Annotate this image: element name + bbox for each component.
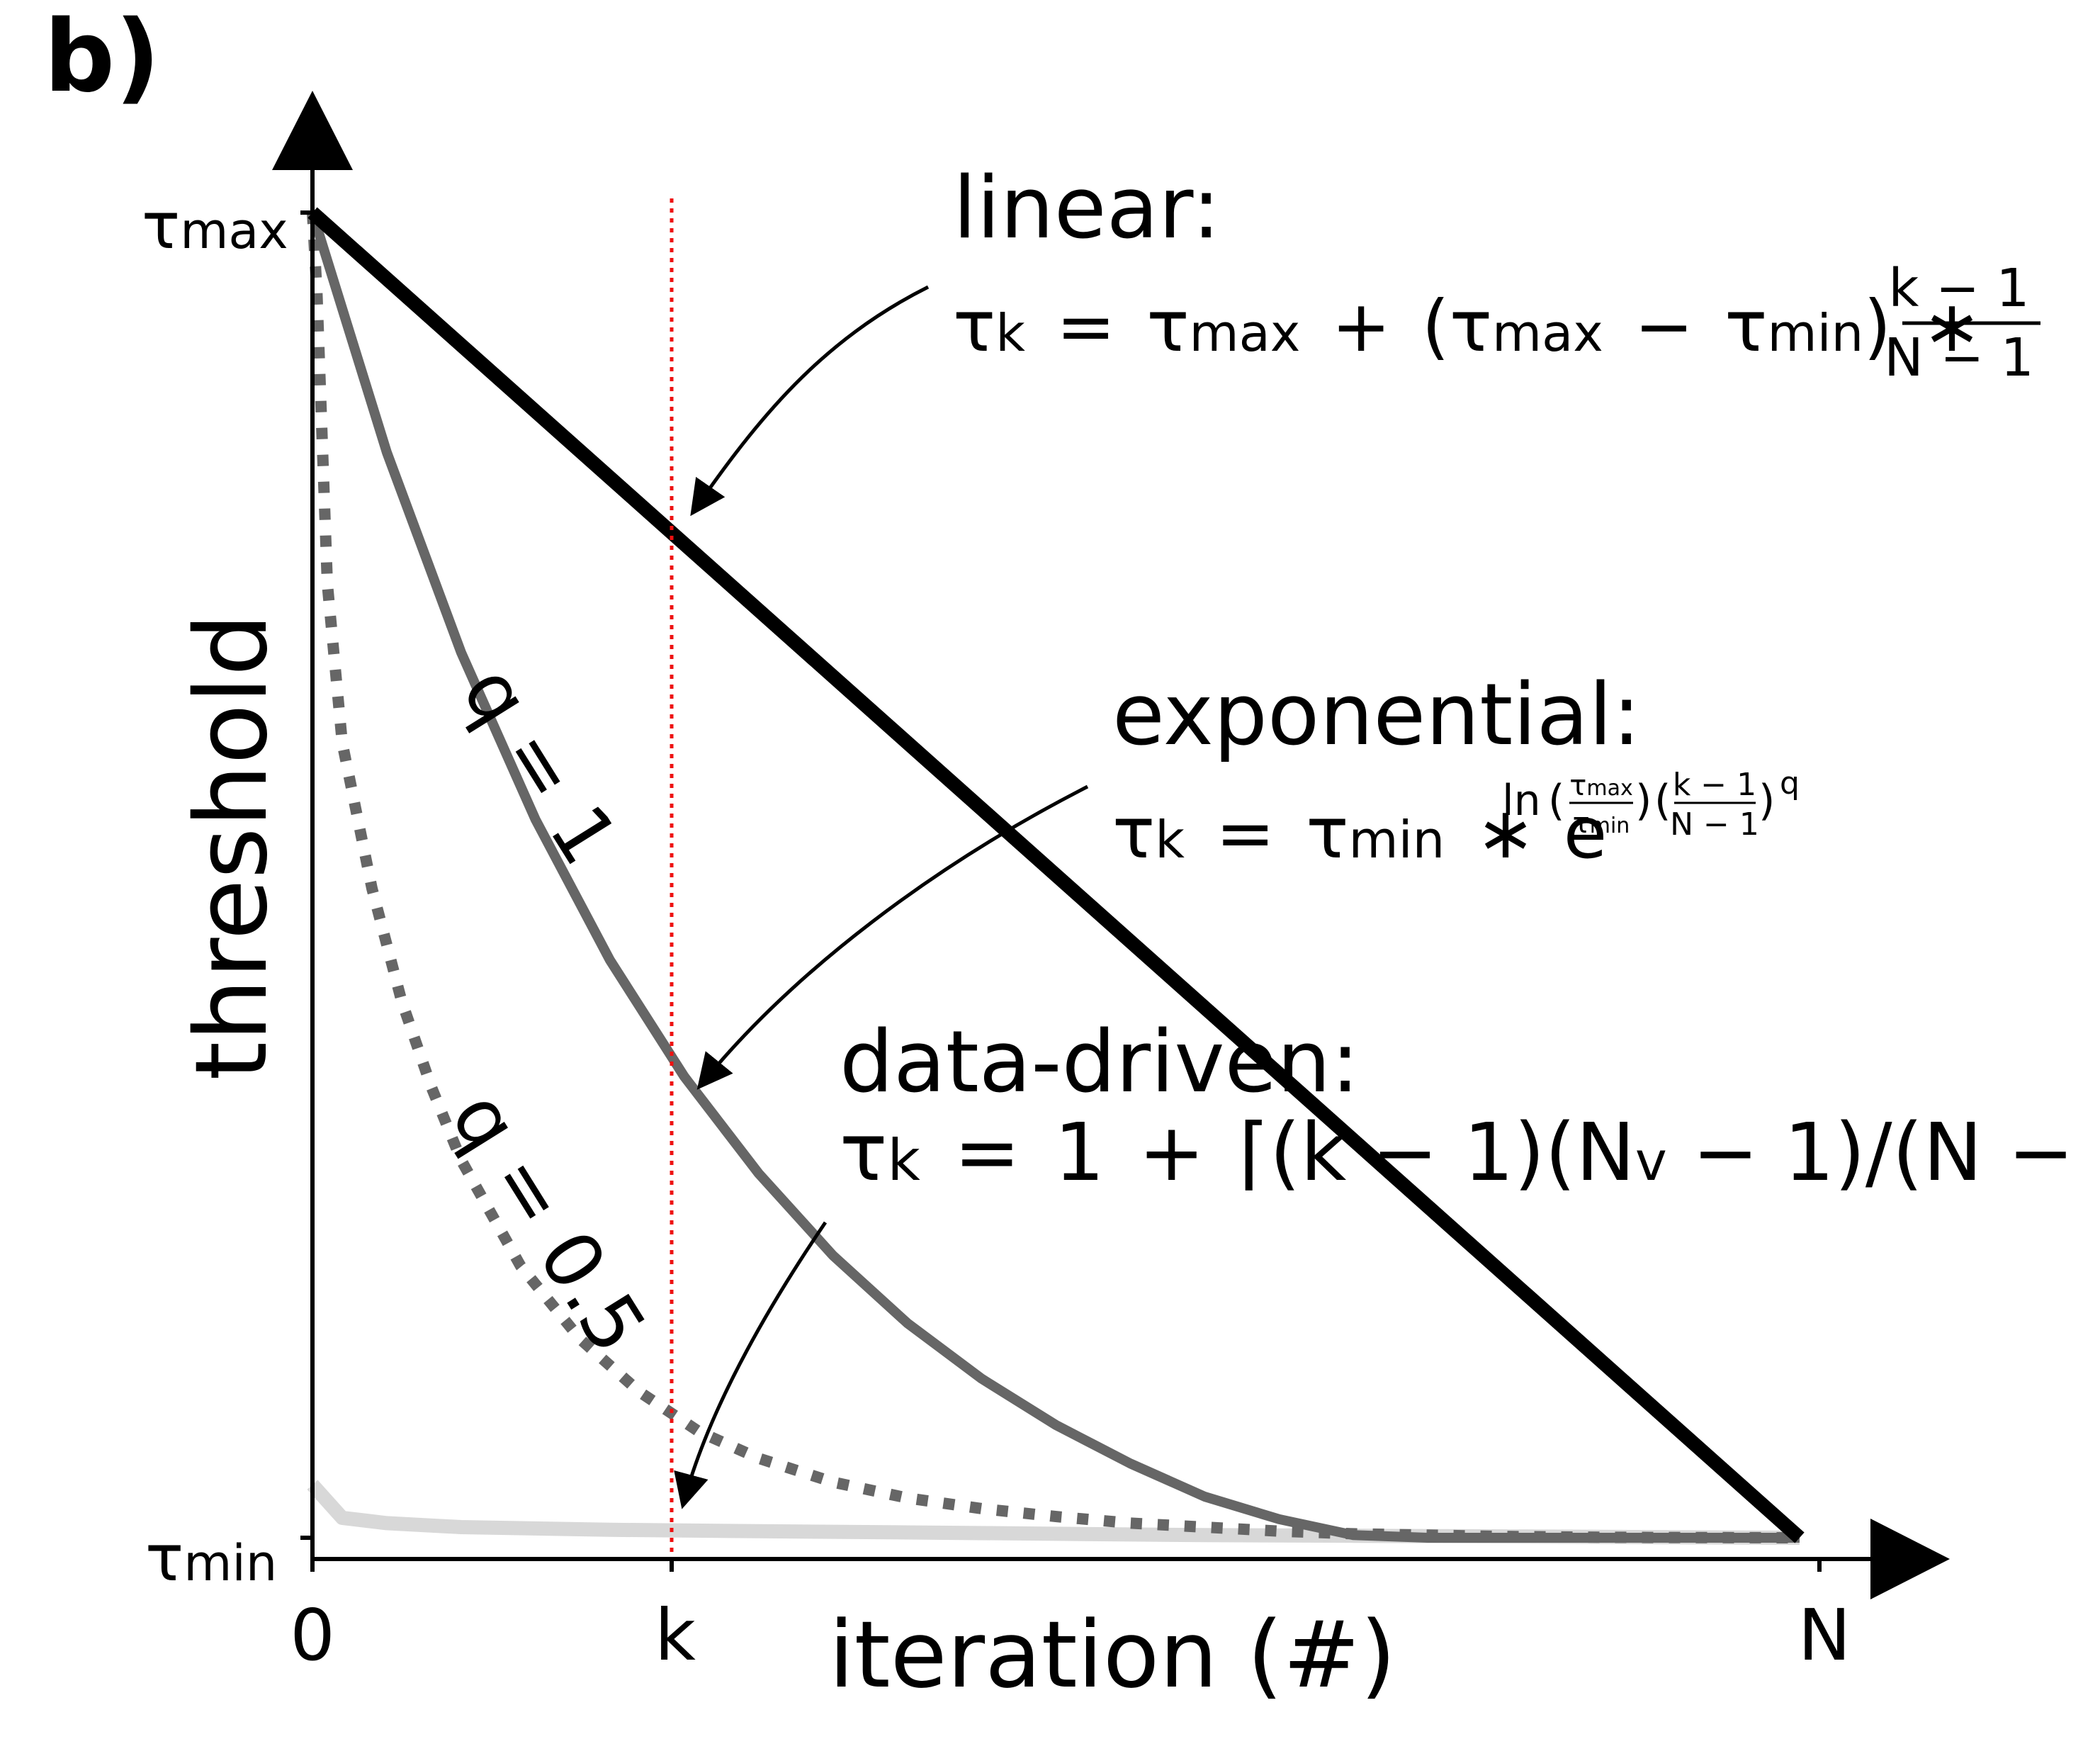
annotation-arrow-data-driven — [674, 1221, 828, 1509]
annotation-linear: linear: τk = τmax + (τmax − τmin) ∗ k − … — [690, 159, 2040, 517]
annotation-arrow-linear — [690, 285, 930, 517]
annotation-data-driven: data-driven: τk = 1 + ⌈(k − 1)(Nv − 1)/(… — [674, 1013, 2100, 1509]
curve-label-q05: q = 0.5 — [434, 1076, 663, 1368]
formula-exponential-f2-den: N − 1 — [1670, 806, 1759, 843]
annotation-title-data-driven: data-driven: — [840, 1013, 1360, 1112]
formula-exponential-ln: ln — [1502, 776, 1541, 826]
formula-linear-numerator: k − 1 — [1889, 258, 2030, 319]
formula-exponential: τk = τmin ∗ e — [1112, 792, 1607, 874]
annotation-exponential: exponential: τk = τmin ∗ e ln ( τmax τmi… — [696, 666, 1800, 1090]
annotation-arrow-exponential — [696, 784, 1089, 1090]
formula-exponential-rparen-1: ) — [1635, 776, 1652, 826]
x-tick-label-n: N — [1798, 1594, 1851, 1677]
formula-exponential-exponent: ln ( τmax τmin ) ( k − 1 N − 1 ) q — [1502, 765, 1800, 843]
series-line-q-0-5 — [307, 212, 1800, 1543]
x-axis-title: iteration (#) — [829, 1601, 1396, 1709]
x-tick-label-0: 0 — [290, 1594, 335, 1677]
formula-linear: τk = τmax + (τmax − τmin) ∗ — [953, 285, 1982, 368]
formula-exponential-power: q — [1780, 765, 1800, 801]
formula-linear-denominator: N − 1 — [1884, 327, 2034, 388]
formula-data-driven: τk = 1 + ⌈(k − 1)(Nv − 1)/(N − 1)⌉ — [840, 1107, 2100, 1199]
annotation-title-linear: linear: — [953, 159, 1221, 258]
x-tick-label-k: k — [655, 1594, 696, 1677]
formula-exponential-f1-den: τmin — [1573, 807, 1630, 840]
axes — [272, 91, 1950, 1599]
formula-exponential-rparen-2: ) — [1759, 776, 1775, 826]
panel-label: b) — [44, 0, 160, 115]
formula-exponential-f2-num: k − 1 — [1673, 767, 1756, 803]
series-line-linear — [307, 207, 1805, 1543]
series-line-q-1 — [307, 210, 1800, 1543]
formula-exponential-lparen-2: ( — [1654, 776, 1671, 826]
curve-label-q1: q = 1 — [445, 651, 636, 880]
y-axis-title: threshold — [174, 613, 290, 1080]
y-axis-arrowhead — [272, 91, 353, 170]
y-tick-label-min: τmin — [145, 1521, 277, 1596]
x-axis-arrowhead — [1870, 1519, 1950, 1599]
formula-exponential-f1-num: τmax — [1569, 770, 1632, 802]
formula-exponential-lparen-1: ( — [1548, 776, 1564, 826]
y-tick-label-max: τmax — [142, 189, 288, 264]
plot-area — [307, 198, 1805, 1559]
annotation-title-exponential: exponential: — [1112, 666, 1641, 765]
